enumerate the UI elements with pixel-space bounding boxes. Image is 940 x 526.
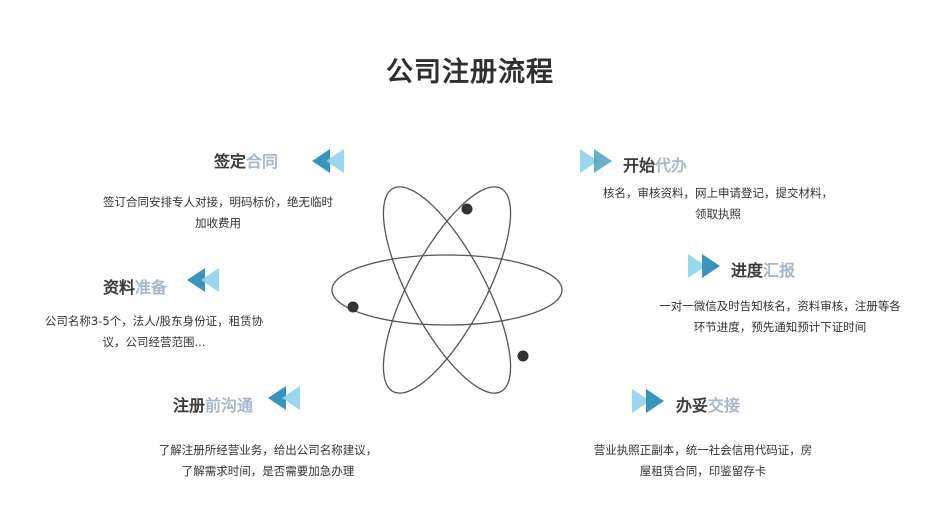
step-desc-handover: 营业执照正副本，统一社会信用代码证，房 屋租赁合同，印鉴留存卡 <box>585 440 821 482</box>
step-desc-progress-report: 一对一微信及时告知核名，资料审核，注册等各 环节进度，预先通知预计下证时间 <box>652 296 908 338</box>
double-right-arrow-icon <box>580 149 616 173</box>
step-desc-prepare-materials: 公司名称3-5个，法人/股东身份证，租赁协 议，公司经营范围... <box>36 311 272 353</box>
step-title-progress-report: 进度汇报 <box>731 257 795 281</box>
double-right-arrow-icon <box>688 254 724 278</box>
step-title-sign-contract: 签定合同 <box>214 148 278 172</box>
step-title-prepare-materials: 资料准备 <box>103 274 167 298</box>
double-right-arrow-icon <box>632 389 668 413</box>
step-title-handover: 办妥交接 <box>676 392 740 416</box>
page-title: 公司注册流程 <box>0 50 940 89</box>
step-title-start-agency: 开始代办 <box>623 152 687 176</box>
orbit-horizontal <box>332 255 562 325</box>
electron-dot-bottom <box>518 351 529 362</box>
electron-dot-top <box>462 204 473 215</box>
double-left-arrow-icon <box>268 386 304 410</box>
step-desc-sign-contract: 签订合同安排专人对接，明码标价，绝无临时 加收费用 <box>100 192 336 234</box>
double-left-arrow-icon <box>187 268 223 292</box>
electron-dot-left <box>348 302 359 313</box>
step-desc-start-agency: 核名，审核资料，网上申请登记，提交材料， 领取执照 <box>600 183 836 225</box>
step-desc-pre-registration-communication: 了解注册所经营业务，给出公司名称建议， 了解需求时间，是否需要加急办理 <box>150 440 386 482</box>
step-title-pre-registration-communication: 注册前沟通 <box>173 392 253 416</box>
atom-icon <box>325 180 570 395</box>
double-left-arrow-icon <box>312 149 348 173</box>
orbit-right-tilt <box>359 180 534 395</box>
orbit-left-tilt <box>359 180 534 395</box>
